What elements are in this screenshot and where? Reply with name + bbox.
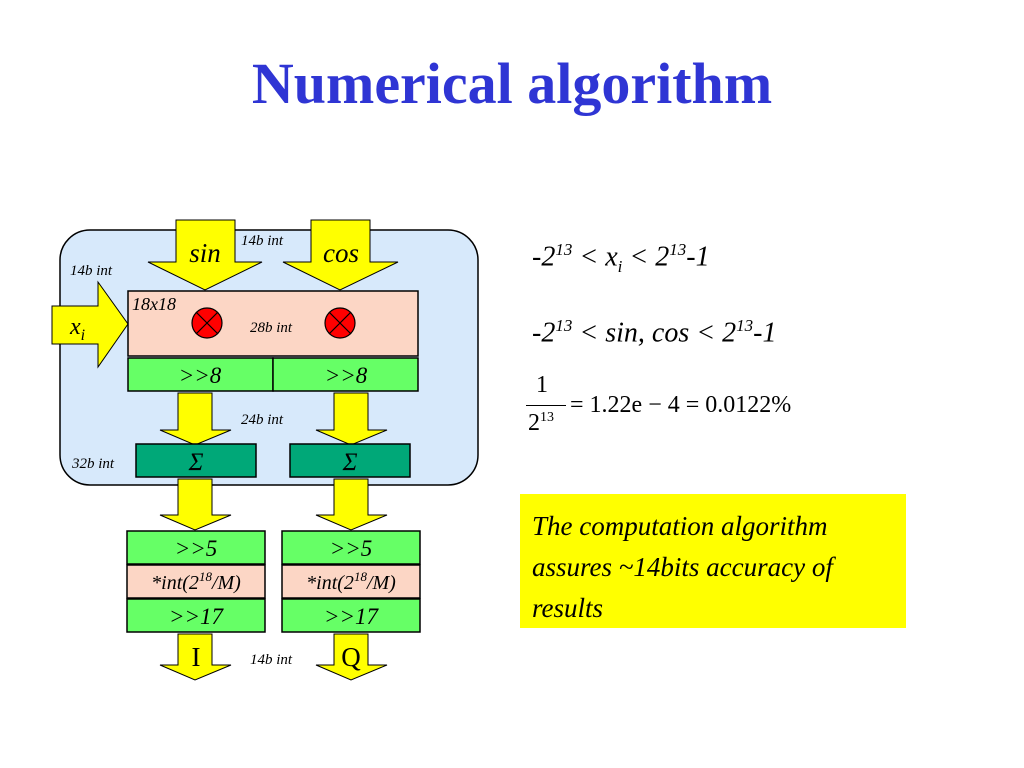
- x-input-symbol: x: [69, 314, 81, 340]
- x-input-label: xi: [69, 314, 85, 344]
- sum-left-label: Σ: [188, 449, 204, 476]
- fraction-result: = 1.22e − 4 = 0.0122%: [570, 392, 792, 418]
- shift8-left-label: >>8: [179, 363, 222, 388]
- label-in-width-left: 14b int: [70, 263, 113, 279]
- post-right-shift5-label: >>5: [330, 536, 373, 561]
- fraction-den-base: 2: [528, 410, 540, 436]
- post-left-scale-prefix: *int(2: [151, 572, 199, 594]
- fraction-bar: [526, 405, 566, 406]
- eq2-a-exp: 13: [555, 316, 573, 335]
- equation-sincos-range: -213 < sin, cos < 213-1: [532, 310, 776, 349]
- equation-x-range: -213 < xi < 213-1: [532, 234, 710, 283]
- arrow-shift-to-sum-right: [315, 392, 388, 446]
- eq1-mid-sub: i: [617, 256, 623, 276]
- eq1-c: -1: [686, 241, 710, 273]
- eq2-a: -2: [532, 317, 556, 349]
- post-left-shift5-box: [126, 530, 266, 565]
- label-sum-out: 32b int: [71, 456, 115, 472]
- post-right-scale-suffix: /M): [366, 572, 396, 594]
- fraction-den-exp: 13: [540, 410, 554, 425]
- post-left-shift5-label: >>5: [175, 536, 218, 561]
- post-left-shift17-label: >>17: [169, 604, 225, 629]
- accuracy-note: The computation algorithm assures ~14bit…: [520, 494, 906, 628]
- label-mult-out: 28b int: [250, 320, 293, 336]
- post-right-scale-box: [281, 564, 421, 599]
- cos-input-arrow: [282, 219, 399, 291]
- post-right-scale-exp: 18: [354, 569, 368, 584]
- output-i-arrow: [159, 633, 232, 681]
- eq1-b-exp: 13: [669, 240, 687, 259]
- x-input-arrow: [51, 280, 129, 369]
- page-title: Numerical algorithm: [251, 51, 773, 116]
- sum-right-label: Σ: [342, 449, 358, 476]
- multiplier-box: [127, 290, 419, 357]
- post-left-scale-exp: 18: [199, 569, 213, 584]
- x-input-subscript: i: [81, 327, 85, 344]
- post-left-shift17-box: [126, 598, 266, 633]
- sum-left-box: [135, 443, 257, 478]
- post-right-shift5-box: [281, 530, 421, 565]
- post-right-scale-prefix: *int(2: [306, 572, 354, 594]
- post-right-shift17-box: [281, 598, 421, 633]
- eq1-mid: < x: [572, 241, 618, 273]
- eq2-b-exp: 13: [736, 316, 754, 335]
- fraction-denominator: 213: [528, 410, 554, 437]
- cos-input-label: cos: [323, 238, 359, 268]
- eq2-c: -1: [753, 317, 777, 349]
- arrow-sum-to-post-left: [159, 478, 232, 531]
- post-right-shift17-label: >>17: [324, 604, 380, 629]
- label-in-width-top: 14b int: [241, 233, 284, 249]
- shift8-right-label: >>8: [325, 363, 368, 388]
- output-i-label: I: [192, 642, 201, 672]
- shift8-right-box: [272, 357, 419, 392]
- shift8-left-box: [127, 357, 274, 392]
- output-q-label: Q: [341, 642, 361, 672]
- post-left-scale-label: *int(218/M): [151, 569, 241, 594]
- label-mult-size: 18x18: [132, 294, 176, 314]
- sum-right-box: [289, 443, 411, 478]
- eq1-b: < 2: [622, 241, 670, 273]
- eq1-a: -2: [532, 241, 556, 273]
- multiply-circle-icon: [191, 307, 223, 339]
- sin-input-arrow: [147, 219, 263, 291]
- sin-input-label: sin: [189, 238, 221, 268]
- post-left-scale-suffix: /M): [211, 572, 241, 594]
- label-shift-out: 24b int: [241, 412, 284, 428]
- arrow-sum-to-post-right: [315, 478, 388, 531]
- eq1-a-exp: 13: [555, 240, 573, 259]
- post-right-scale-label: *int(218/M): [306, 569, 396, 594]
- multiply-circle-icon: [324, 307, 356, 339]
- post-left-scale-box: [126, 564, 266, 599]
- arrow-shift-to-sum-left: [159, 392, 232, 446]
- eq2-mid: < sin, cos < 2: [572, 317, 737, 349]
- label-out-width: 14b int: [250, 652, 293, 668]
- output-q-arrow: [315, 633, 388, 681]
- fraction-numerator: 1: [536, 372, 548, 398]
